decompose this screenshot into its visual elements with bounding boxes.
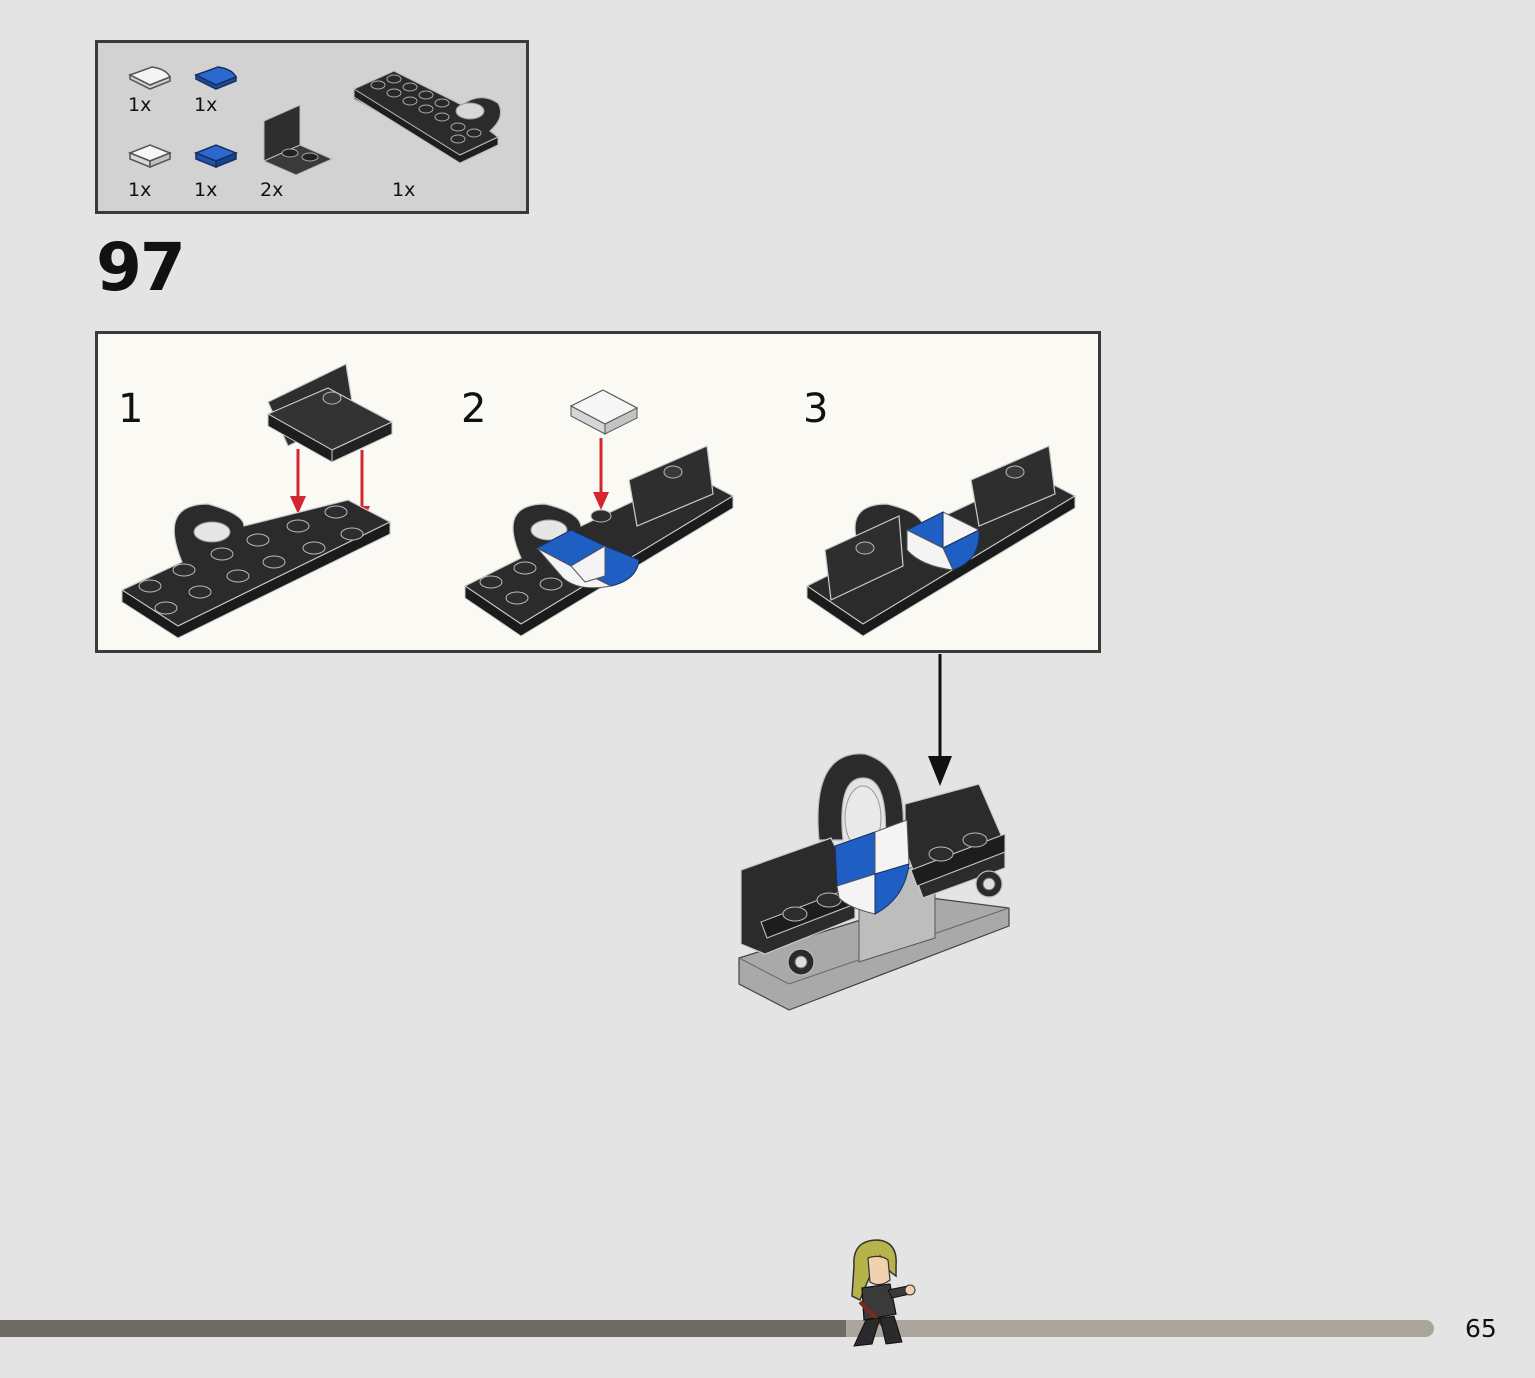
sub-step-2-label: 2 [461,386,487,432]
black-plate-with-hole-icon [353,70,502,164]
quantity-white-quarter-tile: 1x [128,94,152,116]
quantity-white-tile: 1x [128,179,152,201]
sub-step-3-illustration [805,445,1077,637]
progress-bar-fill [0,1320,846,1337]
sub-step-3-label: 3 [803,386,829,432]
blue-tile-icon [193,144,239,169]
parts-list-box: 1x 1x 1x 1x 2x 1x [95,40,529,214]
black-bracket-icon [262,104,334,176]
step-number: 97 [96,229,186,306]
main-assembly-illustration [738,753,1010,1011]
blue-quarter-tile-icon [194,66,238,90]
quantity-blue-quarter-tile: 1x [194,94,218,116]
white-quarter-tile-icon [128,66,172,90]
minifigure-icon [851,1239,916,1347]
quantity-black-bracket: 2x [260,179,284,201]
sub-step-1-illustration [120,363,394,639]
quantity-black-plate-with-hole: 1x [392,179,416,201]
quantity-blue-tile: 1x [194,179,218,201]
white-tile-icon [127,144,173,169]
sub-step-2-illustration [463,389,735,637]
down-arrow [928,654,952,786]
page-number: 65 [1465,1314,1497,1343]
sub-assembly-box: 1 2 3 [95,331,1101,653]
sub-step-1-label: 1 [118,386,144,432]
